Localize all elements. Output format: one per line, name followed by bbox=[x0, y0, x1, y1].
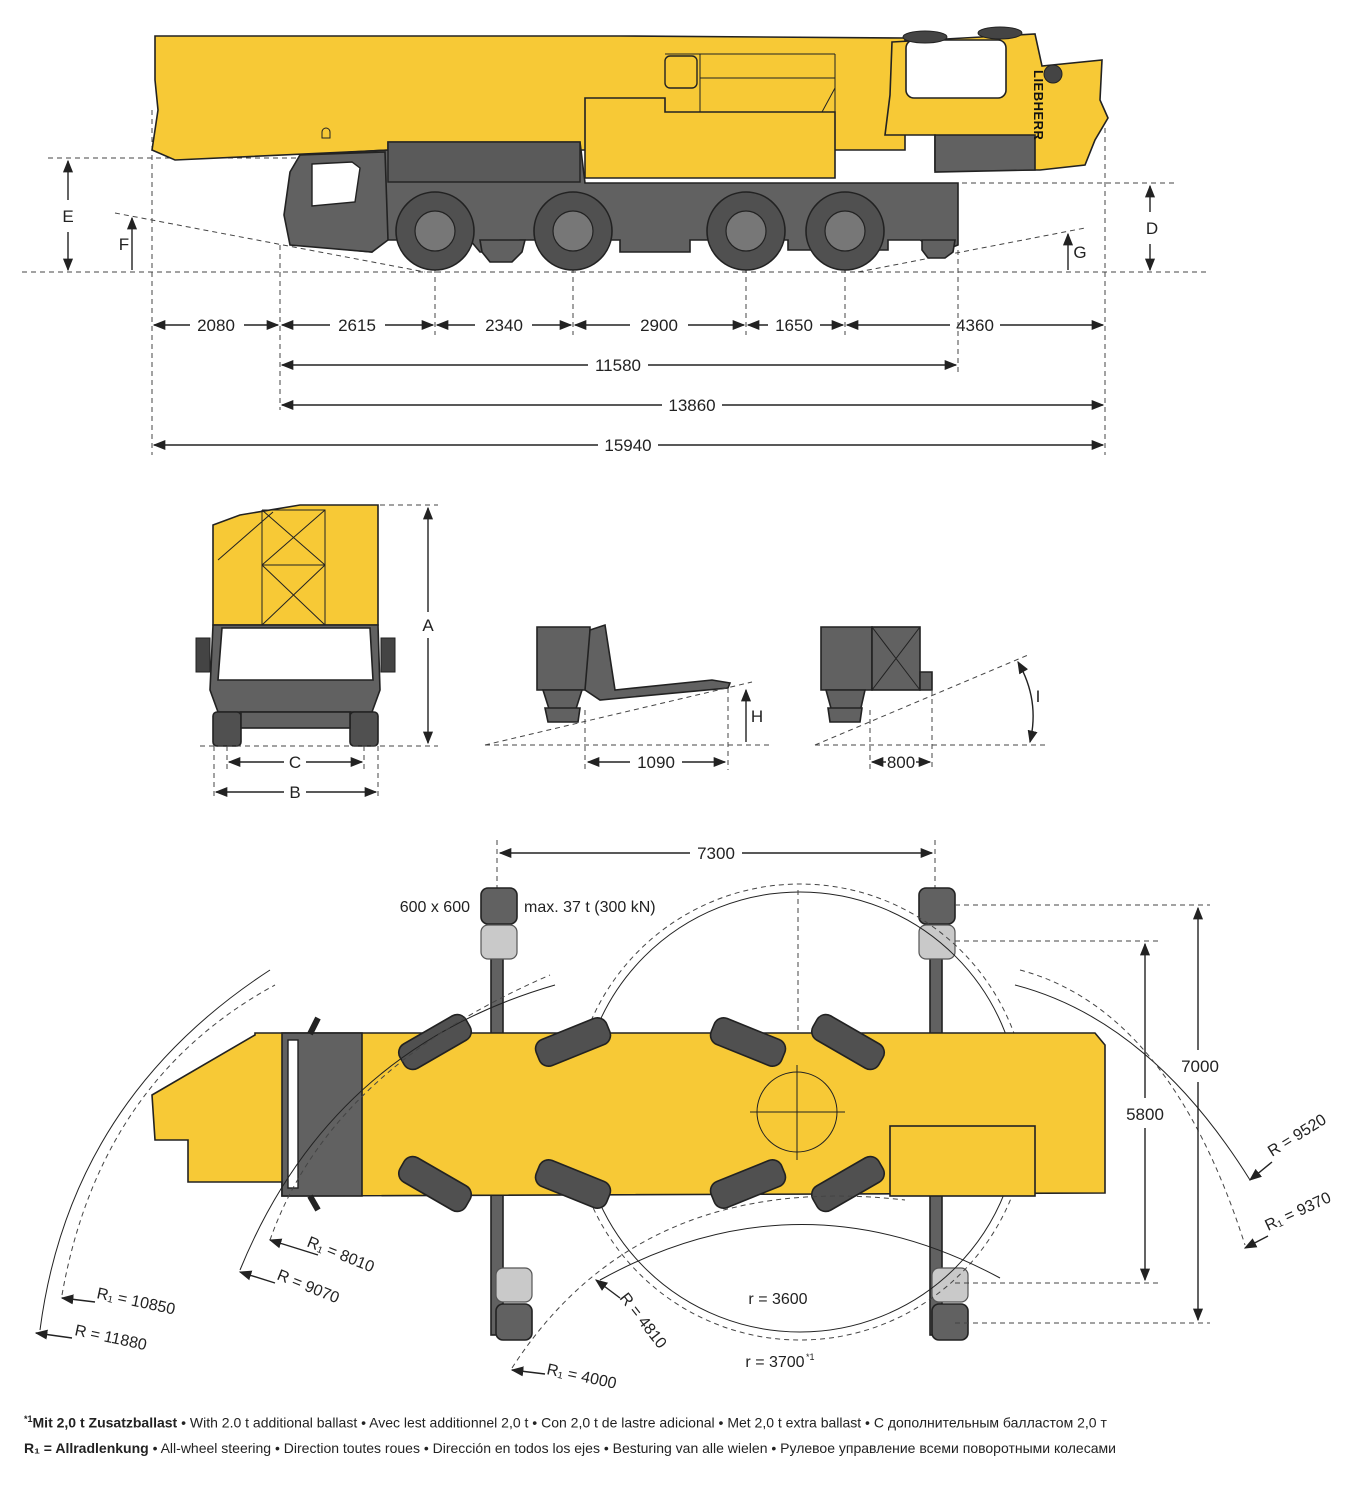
dim-outrigger-span-5800: 5800 bbox=[1126, 1105, 1164, 1124]
brand-logo: LIEBHERR bbox=[1031, 70, 1046, 141]
label-r1-4000: R₁ = 4000 bbox=[545, 1361, 618, 1392]
footnote-steering: R₁ = Allradlenkung • All-wheel steering … bbox=[24, 1440, 1116, 1456]
letter-f: F bbox=[119, 235, 129, 254]
axle-1-wheel bbox=[395, 191, 475, 271]
front-outrigger-foot bbox=[479, 239, 527, 263]
pad-load-label: max. 37 t (300 kN) bbox=[524, 899, 656, 916]
rear-view-overhang: H 1090 bbox=[484, 623, 770, 772]
dim-overall-length: 15940 bbox=[604, 436, 651, 455]
letter-b: B bbox=[289, 783, 300, 802]
dim-axle-gap-3: 2900 bbox=[640, 316, 678, 335]
letter-i: I bbox=[1036, 687, 1041, 706]
length-dimensions: 2080 2615 2340 2900 1650 4360 11580 1386… bbox=[152, 316, 1105, 455]
rear-box bbox=[536, 626, 591, 691]
left-mirror bbox=[195, 637, 211, 673]
letter-h: H bbox=[751, 707, 763, 726]
label-r1-8010: R₁ = 8010 bbox=[305, 1234, 377, 1276]
beacon-icon bbox=[321, 127, 331, 139]
rear-box-2 bbox=[820, 626, 873, 691]
counterweight bbox=[934, 134, 1036, 173]
windscreen bbox=[217, 627, 374, 681]
cab-window bbox=[905, 39, 1007, 99]
axle-3-wheel bbox=[706, 191, 786, 271]
axle-2-wheel bbox=[533, 191, 613, 271]
plan-view: 7300 600 x 600 max. 37 t (300 kN) bbox=[34, 840, 1334, 1393]
axle-4-wheel bbox=[805, 191, 885, 271]
dim-rear-overhang: 4360 bbox=[956, 316, 994, 335]
cab-side-window bbox=[311, 161, 361, 207]
carrier-body bbox=[151, 1032, 1106, 1197]
letter-g: G bbox=[1073, 243, 1086, 262]
label-r-9070: R = 9070 bbox=[275, 1267, 342, 1307]
footnote-ballast: *1Mit 2,0 t Zusatzballast • With 2.0 t a… bbox=[24, 1414, 1107, 1431]
dim-vehicle-length: 13860 bbox=[668, 396, 715, 415]
front-left-tyre bbox=[212, 711, 242, 747]
dim-axle-gap-4: 1650 bbox=[775, 316, 813, 335]
dim-rear-1090: 1090 bbox=[637, 753, 675, 772]
approach-angle-line bbox=[114, 212, 426, 273]
arc-r1-4000 bbox=[511, 1195, 906, 1369]
letter-a: A bbox=[422, 616, 434, 635]
dim-axle-gap-1: 2615 bbox=[338, 316, 376, 335]
dim-rear-800: 800 bbox=[887, 753, 915, 772]
front-right-tyre bbox=[349, 711, 379, 747]
rear-outrigger-foot bbox=[921, 239, 956, 259]
label-r-4810: R = 4810 bbox=[616, 1290, 670, 1352]
plan-counterweight bbox=[889, 1125, 1036, 1197]
outrigger-pad-fl bbox=[480, 887, 518, 925]
letter-c: C bbox=[289, 753, 301, 772]
dim-chassis-length: 11580 bbox=[595, 356, 641, 375]
arc-r1-9370 bbox=[1019, 969, 1246, 1246]
front-view: A C B bbox=[195, 504, 438, 802]
label-r-3700: r = 3700 bbox=[745, 1354, 804, 1371]
arc-r-9070 bbox=[239, 984, 556, 1271]
label-r-9520: R = 9520 bbox=[1265, 1111, 1330, 1160]
rear-view-angle: I 800 bbox=[814, 626, 1045, 772]
arc-r1-10850 bbox=[61, 984, 276, 1296]
label-r1-10850: R₁ = 10850 bbox=[95, 1285, 177, 1318]
arc-r1-8010 bbox=[269, 974, 551, 1241]
label-r1-9370: R₁ = 9370 bbox=[1263, 1189, 1334, 1234]
label-r-3700-marker: *1 bbox=[806, 1352, 815, 1362]
outrigger-pad-fr bbox=[495, 1303, 533, 1341]
dim-outrigger-span-7000: 7000 bbox=[1181, 1057, 1219, 1076]
letter-e: E bbox=[62, 207, 73, 226]
label-r-11880: R = 11880 bbox=[73, 1322, 148, 1354]
dim-axle-gap-2: 2340 bbox=[485, 316, 523, 335]
letter-d: D bbox=[1146, 219, 1158, 238]
outrigger-pad-rl bbox=[918, 887, 956, 925]
plan-wheels bbox=[397, 1013, 886, 1213]
outrigger-pad-rr bbox=[931, 1303, 969, 1341]
arc-r-11880 bbox=[39, 969, 271, 1331]
dim-front-overhang: 2080 bbox=[197, 316, 235, 335]
railing bbox=[665, 53, 836, 113]
side-view: LIEBHERR bbox=[22, 26, 1208, 455]
pad-size-label: 600 x 600 bbox=[400, 899, 470, 916]
footnote-marker: *1 bbox=[24, 1414, 33, 1424]
arc-r-4810 bbox=[599, 1224, 1001, 1281]
dim-outrigger-base: 7300 bbox=[697, 844, 735, 863]
arc-r-9520 bbox=[1014, 984, 1251, 1181]
right-mirror bbox=[380, 637, 396, 673]
label-r-3600: r = 3600 bbox=[748, 1291, 807, 1308]
departure-angle-line bbox=[857, 227, 1086, 273]
